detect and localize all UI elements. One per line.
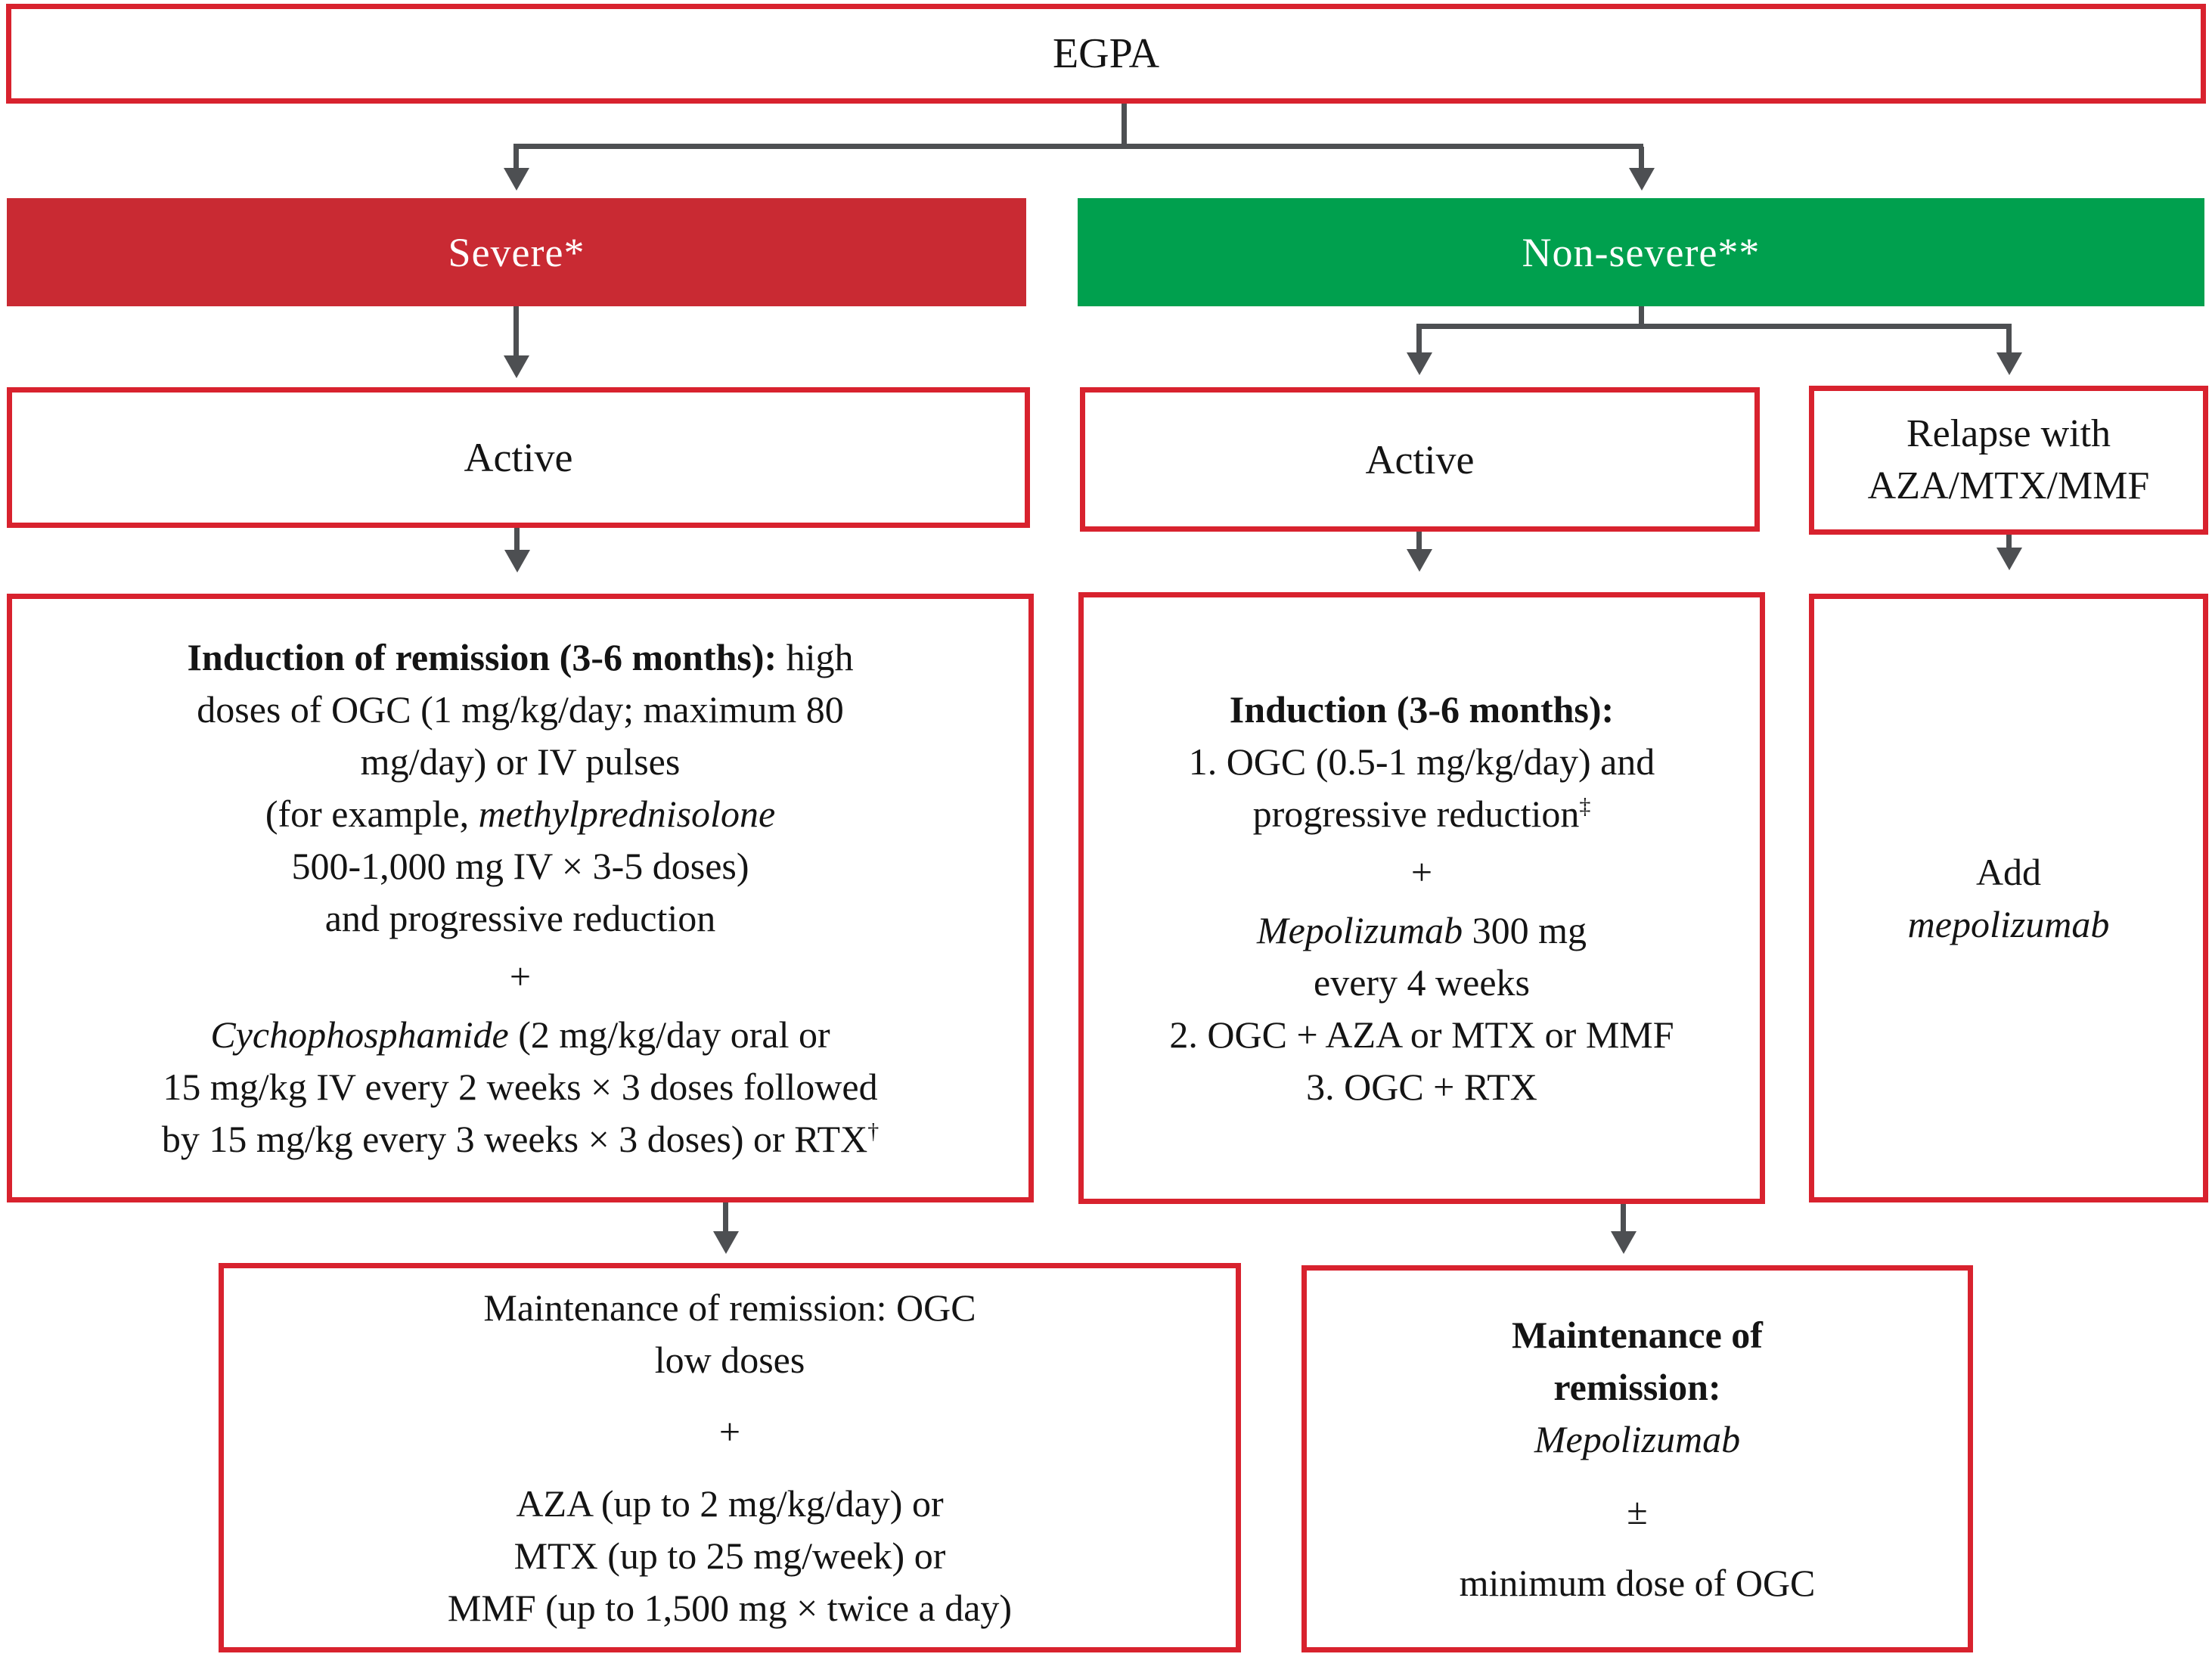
plus-separator: +	[509, 954, 532, 998]
dagger-footnote-marker: †	[867, 1118, 880, 1143]
severe-induction-box: Induction of remission (3-6 months): hig…	[7, 594, 1034, 1202]
non-severe-maintenance-box: Maintenance of remission: Mepolizumab ± …	[1301, 1265, 1973, 1652]
plus-minus-separator: ±	[1627, 1489, 1648, 1532]
text-line: doses of OGC (1 mg/kg/day; maximum 80	[197, 687, 844, 731]
connector-induction-maintenance-severe	[723, 1202, 728, 1233]
connector-nonsevere-crossbar	[1416, 324, 2012, 329]
connector-severe-active	[513, 306, 519, 357]
severe-header-bar: Severe*	[7, 198, 1026, 306]
non-severe-active-box: Active	[1080, 387, 1760, 532]
connector-active-induction-nonsevere	[1416, 532, 1422, 551]
text-line: low doses	[654, 1338, 805, 1381]
text-line: Add	[1975, 850, 2042, 893]
text-line: and progressive reduction	[324, 896, 716, 939]
arrow-down-icon	[1629, 168, 1655, 191]
text-line: minimum dose of OGC	[1459, 1561, 1816, 1604]
text-segment: Cychophosphamide	[210, 1013, 509, 1056]
egpa-root-box: EGPA	[6, 4, 2206, 104]
text-line: Induction of remission (3-6 months): hig…	[187, 631, 853, 684]
arrow-down-icon	[504, 355, 529, 378]
non-severe-header-label: Non-severe**	[1522, 229, 1761, 275]
connector-active-induction-severe	[514, 528, 520, 551]
text-line: 1. OGC (0.5-1 mg/kg/day) and	[1188, 740, 1655, 783]
text-line: 3. OGC + RTX	[1306, 1065, 1537, 1108]
text-segment: (2 mg/kg/day oral or	[508, 1013, 830, 1056]
connector-nonsevere-right-stub	[2006, 327, 2012, 354]
text-line: remission:	[1553, 1365, 1721, 1408]
arrow-down-icon	[1407, 352, 1432, 375]
text-segment: Mepolizumab	[1256, 908, 1463, 951]
text-line: MMF (up to 1,500 mg × twice a day)	[447, 1586, 1013, 1629]
text-line: (for example, methylprednisolone	[265, 788, 775, 840]
connector-induction-maintenance-nonsevere	[1621, 1204, 1626, 1233]
non-severe-active-label: Active	[1365, 436, 1475, 483]
arrow-down-icon	[713, 1231, 739, 1254]
text-line: Cychophosphamide (2 mg/kg/day oral or	[210, 1009, 830, 1061]
severe-header-label: Severe*	[448, 229, 585, 275]
text-line: Mepolizumab	[1534, 1417, 1741, 1460]
connector-egpa-stem	[1122, 104, 1127, 147]
connector-nonsevere-left-stub	[1416, 327, 1422, 354]
text-line: mepolizumab	[1907, 902, 2110, 945]
text-line: by 15 mg/kg every 3 weeks × 3 doses) or …	[162, 1113, 879, 1165]
text-line: MTX (up to 25 mg/week) or	[513, 1534, 946, 1577]
arrow-down-icon	[504, 550, 530, 573]
non-severe-induction-box: Induction (3-6 months): 1. OGC (0.5-1 mg…	[1078, 592, 1765, 1204]
text-line: AZA (up to 2 mg/kg/day) or	[516, 1482, 944, 1525]
relapse-line: Relapse with	[1906, 411, 2111, 455]
add-mepolizumab-box: Add mepolizumab	[1809, 594, 2208, 1202]
connector-egpa-crossbar	[513, 144, 1643, 149]
text-line: Induction (3-6 months):	[1229, 687, 1615, 731]
text-segment: 300 mg	[1463, 908, 1587, 951]
plus-separator: +	[1410, 850, 1433, 893]
connector-egpa-right-stub	[1639, 147, 1644, 169]
double-dagger-footnote-marker: ‡	[1579, 793, 1591, 818]
egpa-label: EGPA	[1052, 30, 1160, 77]
severe-active-box: Active	[7, 387, 1030, 528]
arrow-down-icon	[1996, 352, 2022, 375]
relapse-line: AZA/MTX/MMF	[1867, 464, 2150, 507]
text-line: every 4 weeks	[1314, 960, 1530, 1004]
text-segment: Induction of remission (3-6 months):	[187, 635, 777, 678]
text-line: 2. OGC + AZA or MTX or MMF	[1169, 1013, 1674, 1056]
text-segment: (for example,	[265, 792, 479, 835]
text-segment: by 15 mg/kg every 3 weeks × 3 doses) or …	[161, 1117, 868, 1160]
non-severe-header-bar: Non-severe**	[1078, 198, 2204, 306]
text-line: 500-1,000 mg IV × 3-5 doses)	[291, 844, 749, 887]
plus-separator: +	[718, 1410, 741, 1453]
text-line: mg/day) or IV pulses	[360, 740, 681, 783]
arrow-down-icon	[1407, 549, 1432, 572]
arrow-down-icon	[1611, 1231, 1637, 1254]
text-segment: methylprednisolone	[478, 792, 776, 835]
arrow-down-icon	[504, 168, 529, 191]
connector-egpa-left-stub	[513, 147, 519, 169]
text-segment: high	[777, 635, 854, 678]
connector-relapse-add	[2006, 535, 2012, 550]
text-line: Mepolizumab 300 mg	[1257, 905, 1587, 957]
text-segment: progressive reduction	[1252, 792, 1580, 835]
text-line: Maintenance of	[1512, 1313, 1763, 1356]
text-line: 15 mg/kg IV every 2 weeks × 3 doses foll…	[163, 1065, 878, 1108]
severe-maintenance-box: Maintenance of remission: OGC low doses …	[219, 1263, 1241, 1652]
arrow-down-icon	[1996, 548, 2022, 570]
severe-active-label: Active	[464, 435, 573, 480]
relapse-box: Relapse with AZA/MTX/MMF	[1809, 386, 2208, 535]
text-line: progressive reduction‡	[1253, 788, 1591, 840]
text-line: Maintenance of remission: OGC	[483, 1286, 976, 1329]
connector-nonsevere-stem	[1639, 306, 1644, 329]
